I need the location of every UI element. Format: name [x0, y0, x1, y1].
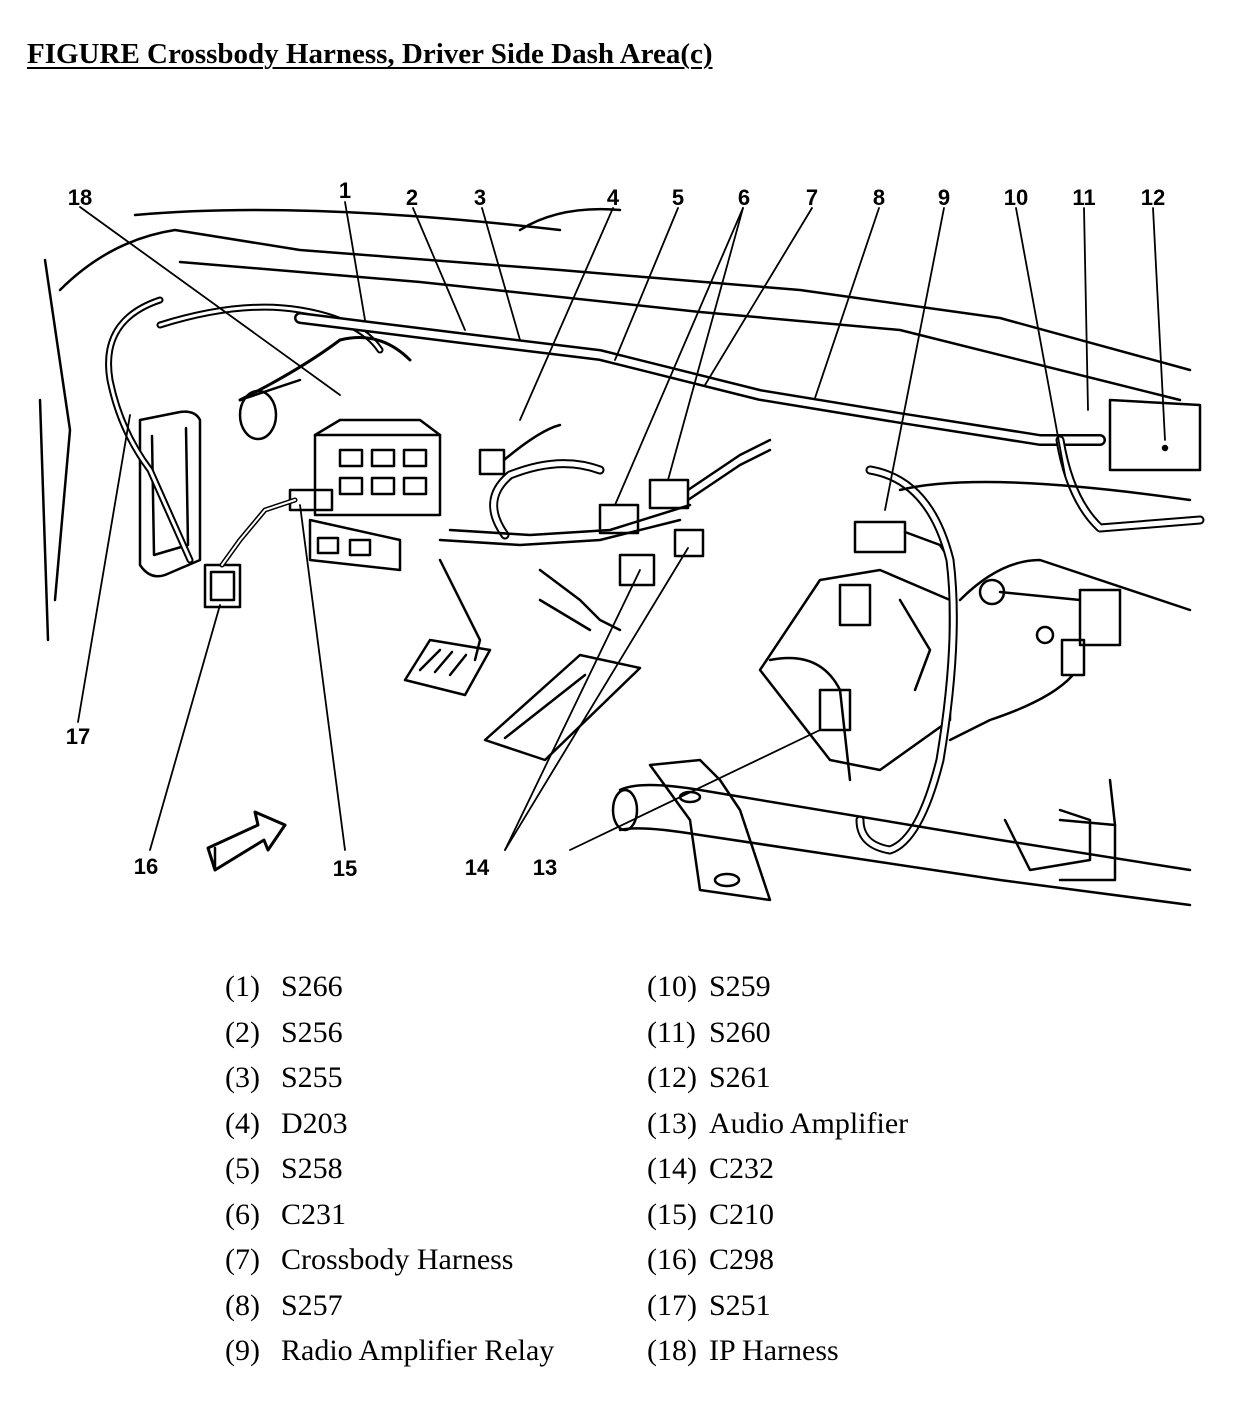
callout-5: 5	[672, 185, 684, 210]
legend-item: (8)S257	[225, 1288, 343, 1322]
legend-item: (6)C231	[225, 1197, 347, 1231]
legend-left: (1)S266 (2)S256 (3)S255 (4)D203 (5)S258 …	[225, 964, 554, 1374]
legend-item: (11)S260	[647, 1015, 771, 1049]
callout-12: 12	[1141, 185, 1165, 210]
callout-11: 11	[1072, 185, 1095, 210]
callout-15: 15	[333, 856, 357, 881]
legend-item: (2)S256	[225, 1015, 343, 1049]
legend-item: (7)Crossbody Harness	[225, 1243, 514, 1276]
legend-item: (17)S251	[647, 1288, 771, 1322]
legend-item: (4)D203	[225, 1106, 348, 1140]
legend-item: (12)S261	[647, 1061, 771, 1094]
callout-9: 9	[938, 185, 950, 210]
legend-item: (10)S259	[647, 970, 771, 1003]
callout-3: 3	[474, 185, 486, 210]
legend-item: (5)S258	[225, 1152, 343, 1185]
legend-item: (1)S266	[225, 970, 343, 1003]
legend-item: (9)Radio Amplifier Relay	[225, 1334, 555, 1367]
callout-14: 14	[465, 855, 490, 880]
callout-7: 7	[806, 185, 818, 210]
legend-right: (10)S259 (11)S260 (12)S261 (13)Audio Amp…	[647, 964, 908, 1374]
legend-item: (16)C298	[647, 1243, 775, 1276]
callout-10: 10	[1004, 185, 1028, 210]
callout-8: 8	[873, 185, 885, 210]
legend-item: (13)Audio Amplifier	[647, 1106, 909, 1140]
figure-title: FIGURE Crossbody Harness, Driver Side Da…	[27, 38, 713, 70]
callout-17: 17	[66, 724, 90, 749]
callout-1: 1	[339, 178, 351, 203]
legend-item: (14)C232	[647, 1152, 775, 1185]
callout-16: 16	[134, 854, 158, 879]
legend-item: (15)C210	[647, 1197, 775, 1231]
callout-2: 2	[406, 185, 418, 210]
harness-diagram: 1 2 3 4 5 6 7 8 9 10 11 12 13 14 15 16 1…	[38, 178, 1205, 907]
legend-item: (18)IP Harness	[647, 1334, 839, 1367]
callout-18: 18	[68, 185, 92, 210]
callout-13: 13	[533, 855, 557, 880]
callout-6: 6	[738, 185, 750, 210]
legend-item: (3)S255	[225, 1061, 343, 1094]
callout-4: 4	[607, 185, 620, 210]
